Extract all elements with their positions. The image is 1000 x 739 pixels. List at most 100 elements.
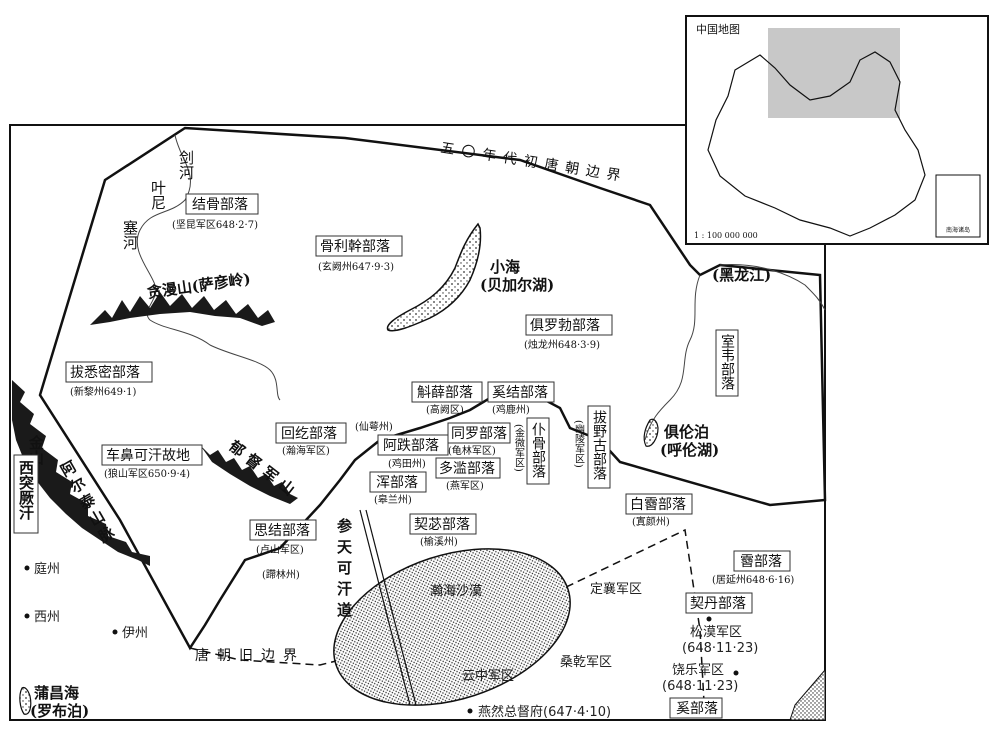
songmo-date: (648·11·23) (682, 641, 758, 656)
jian-river (136, 134, 281, 401)
inset-sea-label: 南海诸岛 (946, 226, 970, 234)
adie-tribe: 阿跌部落 (鸡田州) (377, 434, 449, 470)
heilong-river-label: (黑龙江) (712, 266, 771, 284)
duolan-sub: (燕军区) (446, 480, 484, 492)
xizhou-label: 西州 (34, 610, 60, 625)
heilong-river (644, 274, 701, 441)
xituque-box: 西突厥汗 (13, 454, 39, 534)
xi-tribe-sub: (居延州648·6·16) (712, 574, 794, 586)
xijie-sub: (鸡鹿州) (492, 403, 530, 416)
duolan-tribe: 多滥部落 (燕军区) (435, 457, 501, 492)
xi-tribe-label: 霫部落 (740, 554, 782, 570)
baximi-tribe: 拔悉密部落 (新黎州649·1) (65, 361, 153, 398)
lopnur-lake (19, 686, 32, 715)
baikal-label: (贝加尔湖) (480, 276, 554, 294)
hulin-label: (蹛林州) (262, 568, 300, 581)
baikal-lake (386, 222, 482, 332)
inset-title: 中国地图 (696, 23, 740, 36)
adie-sub: (鸡田州) (388, 457, 426, 470)
sai-river-label: 塞河 (121, 219, 139, 250)
yanran-dot (467, 708, 473, 714)
hubi-sub: (高阙区) (426, 403, 464, 416)
adie-label: 阿跌部落 (383, 438, 439, 454)
xi-tribe: 霫部落 (居延州648·6·16) (712, 550, 794, 586)
baixi-sub: (寘颜州) (632, 515, 670, 528)
inset-china-outline (707, 51, 926, 237)
xijie-label: 奚结部落 (492, 385, 548, 401)
yeni-river-label: 叶尼 (149, 180, 167, 210)
julun-label: 俱伦泊 (663, 423, 709, 441)
cantian-road-label: 参天可汗道 (335, 517, 353, 623)
jiegu-label: 结骨部落 (192, 197, 248, 213)
xi-bottom-label: 奚部落 (676, 701, 718, 717)
tanman-label: 贪漫山(萨彦岭) (146, 270, 252, 302)
guligan-label: 骨利幹部落 (320, 238, 390, 255)
qidan-tribe: 契丹部落 (685, 592, 753, 614)
tingzhou-label: 庭州 (34, 561, 60, 577)
hanhai-desert (333, 548, 571, 706)
inset-china-map: 中国地图 1 : 100 000 000 南海诸岛 (685, 15, 989, 245)
juluobo-sub: (烛龙州648·3·9) (524, 338, 600, 351)
coastline-hint (789, 668, 826, 721)
xianezhou-label: (仙萼州) (355, 420, 393, 433)
tingzhou-dot (24, 565, 30, 571)
pugu-label: 仆骨部落 (530, 422, 546, 478)
lopnur-label: (罗布泊) (30, 702, 89, 720)
hun-tribe: 浑部落 (皋兰州) (369, 471, 427, 506)
small-sea-label: 小海 (490, 258, 520, 276)
qibi-tribe: 契苾部落 (榆溪州) (409, 513, 477, 548)
yizhou-dot (112, 629, 118, 635)
tanman-mountains (90, 292, 275, 326)
hun-sub: (皋兰州) (374, 493, 412, 506)
chebi-sub: (狼山军区650·9·4) (104, 467, 190, 480)
xi-bottom-tribe: 奚部落 (669, 697, 723, 719)
huihe-label: 回纥部落 (281, 426, 337, 442)
puchang-label: 蒲昌海 (34, 684, 79, 702)
jiegu-tribe: 结骨部落 (坚昆军区648·2·7) (172, 193, 259, 231)
baixi-label: 白霫部落 (630, 497, 686, 513)
inset-highlight-area (768, 28, 900, 118)
raole-dot (733, 670, 739, 676)
sijie-label: 思结部落 (254, 523, 310, 539)
qibi-sub: (榆溪州) (420, 535, 458, 548)
chebi-label: 车鼻可汗故地 (106, 447, 190, 464)
jian-river-label: 剑河 (177, 150, 195, 180)
yanran-label: 燕然总督府(647·4·10) (478, 704, 611, 720)
sijie-sub: (卢山军区) (256, 543, 304, 556)
desert-label: 瀚海沙漠 (430, 584, 482, 599)
tongluo-sub: (龟林军区) (448, 444, 496, 457)
hun-label: 浑部落 (376, 475, 418, 491)
tongluo-tribe: 同罗部落 (龟林军区) (447, 422, 511, 457)
hulun-lake (643, 418, 659, 447)
jiegu-sub: (坚昆军区648·2·7) (172, 219, 258, 231)
guligan-sub: (玄阙州647·9·3) (318, 260, 394, 273)
inset-scale: 1 : 100 000 000 (694, 231, 758, 240)
pugu-tribe: 仆骨部落 (金微军区) (513, 417, 550, 485)
songmo-label: 松漠军区 (690, 625, 742, 640)
sanggan-label: 桑乾军区 (560, 655, 612, 670)
baximi-label: 拔悉密部落 (70, 364, 140, 381)
xizhou-dot (24, 613, 30, 619)
inset-sea-box (935, 174, 981, 238)
shiwei-tribe: 室韦部落 (715, 329, 739, 397)
bayegu-tribe: 拔野古部落 (幽陵军区) (573, 405, 611, 489)
hubi-label: 斛薛部落 (417, 385, 473, 401)
duolan-label: 多滥部落 (439, 460, 495, 477)
baixi-tribe: 白霫部落 (寘颜州) (625, 493, 693, 528)
guligan-tribe: 骨利幹部落 (玄阙州647·9·3) (315, 235, 403, 273)
sijie-tribe: 思结部落 (卢山军区) (249, 519, 317, 556)
juluobo-label: 俱罗勃部落 (530, 318, 600, 334)
songmo-dot (706, 616, 712, 622)
qidan-label: 契丹部落 (690, 596, 746, 612)
cantian-road-line-a (359, 509, 411, 706)
heilong-river-north (719, 264, 826, 311)
pugu-sub: (金微军区) (513, 424, 525, 472)
yudujun-mountains (200, 445, 298, 504)
juluobo-tribe: 俱罗勃部落 (烛龙州648·3·9) (524, 314, 613, 351)
dingxiang-label: 定襄军区 (590, 581, 642, 597)
yizhou-label: 伊州 (122, 626, 148, 641)
map-frame (9, 124, 826, 721)
baximi-sub: (新黎州649·1) (70, 385, 137, 398)
qibi-label: 契苾部落 (414, 517, 470, 533)
